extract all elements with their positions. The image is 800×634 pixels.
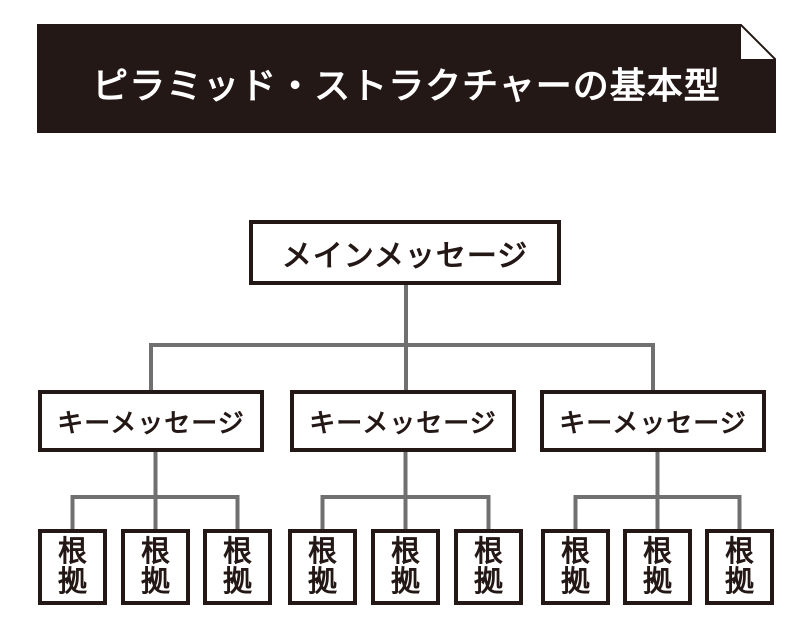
key-message-label: キーメッセージ bbox=[57, 407, 245, 438]
evidence-label: 根拠 bbox=[223, 535, 253, 598]
evidence-label: 根拠 bbox=[725, 535, 755, 598]
evidence-label: 根拠 bbox=[58, 535, 88, 598]
key-message-box-2: キーメッセージ bbox=[290, 390, 516, 452]
evidence-box-3-2: 根拠 bbox=[623, 529, 692, 605]
key-message-box-3: キーメッセージ bbox=[540, 390, 766, 452]
evidence-label: 根拠 bbox=[643, 535, 673, 598]
evidence-box-1-3: 根拠 bbox=[203, 529, 272, 605]
evidence-label: 根拠 bbox=[561, 535, 591, 598]
connector-group1-bar bbox=[70, 495, 240, 532]
page-title: ピラミッド・ストラクチャーの基本型 bbox=[92, 65, 721, 106]
evidence-box-1-2: 根拠 bbox=[121, 529, 190, 605]
key-message-label: キーメッセージ bbox=[559, 407, 747, 438]
evidence-label: 根拠 bbox=[391, 535, 421, 598]
key-message-box-1: キーメッセージ bbox=[38, 390, 264, 452]
main-message-box: メインメッセージ bbox=[249, 220, 561, 285]
title-banner: ピラミッド・ストラクチャーの基本型 bbox=[37, 24, 776, 133]
evidence-box-1-1: 根拠 bbox=[38, 529, 107, 605]
evidence-box-3-1: 根拠 bbox=[541, 529, 610, 605]
key-message-label: キーメッセージ bbox=[309, 407, 497, 438]
banner-shape bbox=[37, 24, 776, 133]
connector-group2-bar bbox=[320, 495, 491, 532]
evidence-box-2-1: 根拠 bbox=[288, 529, 357, 605]
evidence-label: 根拠 bbox=[308, 535, 338, 598]
main-message-label: メインメッセージ bbox=[281, 239, 529, 273]
connector-group3-bar bbox=[573, 495, 742, 532]
evidence-box-2-3: 根拠 bbox=[454, 529, 523, 605]
connector-level1-bar bbox=[149, 343, 655, 393]
folded-corner-icon bbox=[739, 24, 776, 61]
banner-background bbox=[37, 24, 776, 133]
evidence-box-3-3: 根拠 bbox=[705, 529, 774, 605]
evidence-label: 根拠 bbox=[141, 535, 171, 598]
evidence-label: 根拠 bbox=[474, 535, 504, 598]
evidence-box-2-2: 根拠 bbox=[371, 529, 440, 605]
